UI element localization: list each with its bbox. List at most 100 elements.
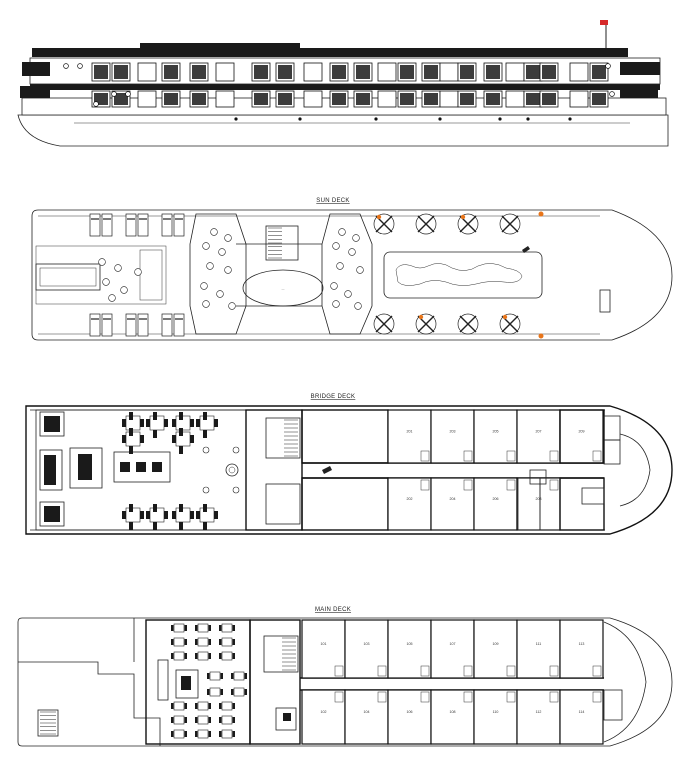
seat (354, 302, 362, 310)
cabin-number: 112 (536, 710, 542, 714)
cabin (430, 477, 475, 531)
flag (600, 20, 608, 25)
cabin-number: 208 (536, 497, 542, 501)
dining-table (173, 623, 185, 633)
bridge-deck-title: BRIDGE DECK (311, 394, 356, 400)
seat (338, 228, 346, 236)
cabin (387, 689, 432, 745)
seat (98, 258, 106, 266)
cabin (473, 409, 518, 464)
porthole (93, 101, 99, 107)
sun-deck-roof (32, 48, 628, 57)
seat (202, 242, 210, 250)
main-deck-outline (17, 617, 673, 747)
svg-text:⋯: ⋯ (282, 287, 285, 291)
bridge-deck-outline (25, 405, 673, 535)
dining-table (233, 687, 245, 697)
dining-table (197, 651, 209, 661)
seat (348, 248, 356, 256)
dining-table (221, 701, 233, 711)
cabin-number: 101 (321, 642, 327, 646)
ship-side-profile (17, 20, 669, 147)
seat (134, 268, 142, 276)
seat (330, 282, 338, 290)
seat (200, 282, 208, 290)
bridge-deck-plan: 201 203 205 207 209 202 204 206 208 (25, 405, 673, 535)
lounge-furniture (120, 412, 240, 530)
cabin-number: 201 (407, 430, 413, 434)
cabin-number: 209 (579, 430, 585, 434)
cabin-number: 207 (536, 430, 542, 434)
dining-table (173, 701, 185, 711)
dining-table (197, 715, 209, 725)
cabin-number: 102 (321, 710, 327, 714)
dining-table (221, 651, 233, 661)
dining-table (209, 687, 221, 697)
porthole (609, 91, 615, 97)
cabin (301, 619, 346, 679)
seat (102, 278, 110, 286)
seat (202, 300, 210, 308)
porthole (125, 91, 131, 97)
cabin (430, 689, 475, 745)
cabin-number: 206 (493, 497, 499, 501)
seat (120, 286, 128, 294)
dining-table (221, 623, 233, 633)
cabin (301, 689, 346, 745)
cabin (387, 409, 432, 464)
dining-table (197, 729, 209, 739)
sun-deck-outline (31, 209, 673, 341)
dining-table (221, 715, 233, 725)
cabin-number: 113 (579, 642, 585, 646)
cabin-number: 108 (450, 710, 456, 714)
cabin-number: 111 (536, 642, 541, 646)
seat (224, 266, 232, 274)
dining-table (221, 637, 233, 647)
portholes (63, 63, 615, 121)
cabin-number: 205 (493, 430, 499, 434)
cabin-number: 106 (407, 710, 413, 714)
seat (224, 234, 232, 242)
dining-table (173, 729, 185, 739)
dining-table (233, 671, 245, 681)
sun-deck-title: SUN DECK (316, 198, 349, 204)
upper-windows (91, 62, 609, 82)
cabin-number: 202 (407, 497, 413, 501)
cabin-number: 105 (407, 642, 413, 646)
sun-deck-seating (98, 228, 364, 310)
restaurant-tables (171, 623, 247, 739)
porthole (111, 91, 117, 97)
dining-table (173, 715, 185, 725)
seat (352, 234, 360, 242)
seat (218, 248, 226, 256)
cabin-number: 204 (450, 497, 456, 501)
hull (17, 114, 669, 147)
seat (216, 290, 224, 298)
sun-loungers (89, 213, 521, 337)
cabin (387, 619, 432, 679)
cabin-number: 103 (364, 642, 370, 646)
cabin (559, 619, 604, 679)
cabin-number: 203 (450, 430, 456, 434)
seat (108, 294, 116, 302)
seat (332, 300, 340, 308)
sun-deck-plan: ⋯ (31, 209, 673, 341)
seat (210, 228, 218, 236)
cabin (516, 619, 561, 679)
middle-deck-band (30, 84, 660, 90)
lower-windows (91, 90, 609, 108)
cabin (559, 689, 604, 745)
dining-table (209, 671, 221, 681)
cabin (516, 689, 561, 745)
cabin-number: 110 (493, 710, 499, 714)
seat (344, 290, 352, 298)
seat (336, 262, 344, 270)
cabin-number: 109 (493, 642, 499, 646)
cabin (473, 689, 518, 745)
cabin-number: 114 (579, 710, 585, 714)
cabin (516, 477, 561, 531)
cabin (559, 409, 604, 464)
